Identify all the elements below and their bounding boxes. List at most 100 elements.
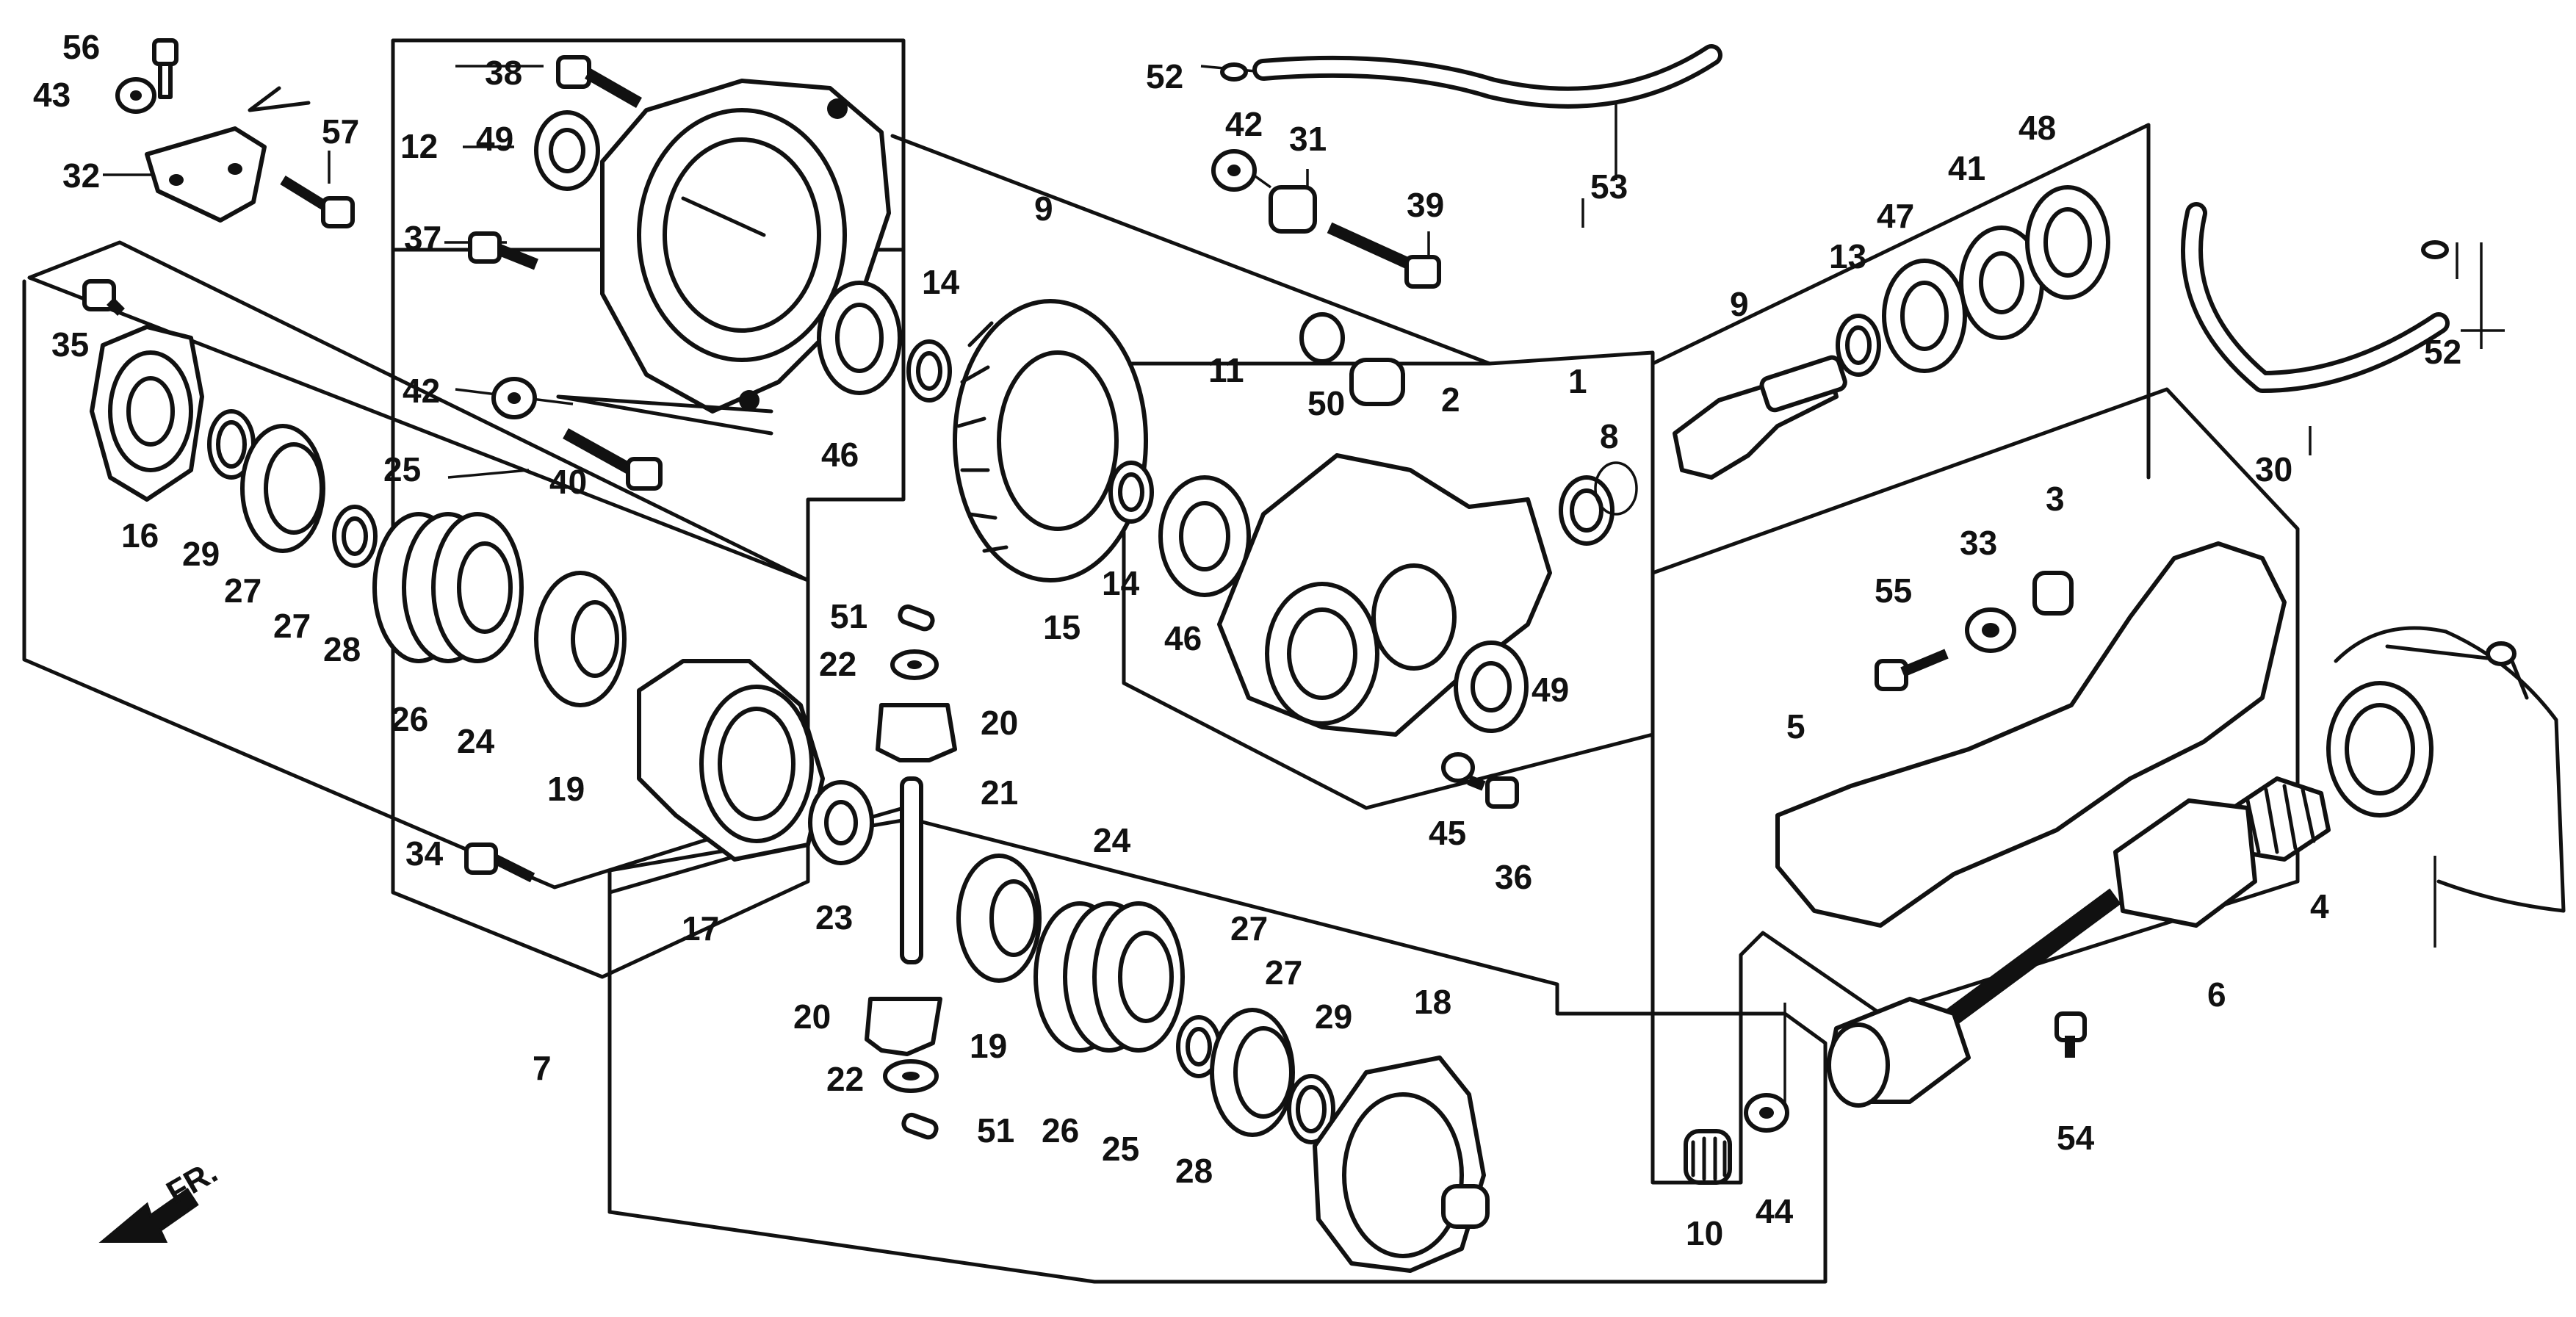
- callout-47: 47: [1877, 197, 1914, 235]
- callout-37: 37: [404, 219, 441, 257]
- callout-27c: 27: [1230, 909, 1268, 948]
- part-48-bearing-pinion-outer: [2025, 185, 2110, 300]
- part-13-shim-pinion: [1836, 314, 1881, 377]
- part-8-circlip: [1594, 461, 1638, 516]
- part-52-clip-top: [1220, 62, 1248, 82]
- group-frames: [22, 38, 2300, 1284]
- callout-6: 6: [2207, 975, 2226, 1014]
- part-39-bolt: [1327, 222, 1441, 289]
- callout-24b: 24: [1093, 821, 1131, 859]
- callout-39: 39: [1407, 186, 1444, 224]
- callout-25b: 25: [1102, 1130, 1139, 1168]
- part-44-nut: [1744, 1093, 1789, 1133]
- part-46-bearing-upper: [817, 281, 902, 395]
- callout-42b: 42: [1225, 105, 1263, 143]
- part-20-pinion-gear-lower: [865, 997, 942, 1056]
- part-49-oil-seal: [534, 110, 600, 191]
- callout-11: 11: [1208, 351, 1244, 389]
- callout-43: 43: [33, 76, 71, 114]
- callout-46b: 46: [1164, 619, 1202, 657]
- callout-20a: 20: [981, 704, 1018, 742]
- part-55-bolt: [1875, 649, 1949, 691]
- part-32-bracket: [145, 86, 311, 223]
- callout-19b: 19: [970, 1027, 1007, 1065]
- part-29-shim-right: [1287, 1074, 1335, 1144]
- callout-27b: 27: [273, 607, 311, 645]
- part-final-drive-housing-outline: [2334, 626, 2566, 913]
- callout-51a: 51: [830, 597, 867, 635]
- callout-49: 49: [476, 120, 513, 158]
- part-9-ring-gear: [953, 299, 1148, 582]
- callout-41: 41: [1948, 149, 1985, 187]
- part-57-bolt: [280, 176, 355, 228]
- callout-52a: 52: [1146, 57, 1183, 95]
- callout-52b: 52: [2424, 333, 2461, 371]
- part-47-bearing-pinion: [1882, 259, 1967, 373]
- callout-5: 5: [1786, 707, 1805, 746]
- callout-24: 24: [457, 722, 495, 760]
- callout-29b: 29: [1315, 997, 1352, 1036]
- part-34-bolt: [464, 842, 535, 883]
- callout-9a: 9: [1034, 190, 1053, 228]
- part-36-bolt: [1467, 775, 1519, 809]
- part-42-nut-upper: [1211, 149, 1257, 192]
- callout-23: 23: [815, 898, 853, 937]
- part-10-spline-coupler: [1684, 1129, 1732, 1185]
- part-31-collar: [1269, 185, 1317, 234]
- front-direction-arrow-icon: [98, 1188, 199, 1243]
- part-9-drive-pinion: [1673, 355, 1847, 480]
- callout-29: 29: [182, 535, 220, 573]
- part-54-bolt: [2054, 1011, 2087, 1058]
- callout-38: 38: [485, 54, 522, 92]
- part-12-gear-case-cover: [556, 79, 891, 436]
- callout-21: 21: [981, 773, 1018, 812]
- callout-35: 35: [51, 325, 89, 364]
- part-18-side-cover-right: [1313, 1056, 1490, 1273]
- callout-26b: 26: [1042, 1111, 1079, 1150]
- part-49-oil-seal-center: [1454, 641, 1529, 733]
- part-28-washer-left: [332, 505, 378, 568]
- callout-28b: 28: [1175, 1152, 1213, 1190]
- callout-25: 25: [383, 450, 421, 488]
- part-35-bolt: [82, 279, 125, 316]
- frame-shaft-group: [1650, 387, 2300, 1185]
- part-27-thrust-washer-left: [240, 424, 325, 553]
- callout-32: 32: [62, 156, 100, 195]
- callout-33: 33: [1960, 524, 1997, 562]
- part-22-washer-upper: [890, 649, 939, 680]
- callout-30: 30: [2255, 450, 2292, 488]
- callout-53: 53: [1590, 167, 1628, 206]
- callout-51b: 51: [977, 1111, 1014, 1150]
- callout-20b: 20: [793, 997, 831, 1036]
- callout-36: 36: [1495, 858, 1532, 896]
- part-14-shim-upper: [906, 339, 952, 403]
- callout-28: 28: [323, 630, 361, 668]
- callout-26: 26: [391, 700, 428, 738]
- callout-3: 3: [2046, 480, 2065, 518]
- callout-labels: 56 43 57 32 38 12 49 37 42 40 35 16 29 2…: [33, 28, 2461, 1252]
- callout-27a: 27: [224, 571, 261, 610]
- callout-45: 45: [1429, 814, 1466, 852]
- callout-17: 17: [682, 909, 719, 948]
- callout-40: 40: [549, 463, 587, 501]
- part-51-pin-lower: [901, 1112, 939, 1140]
- callout-34: 34: [405, 834, 444, 873]
- part-37-bolt: [468, 231, 538, 270]
- part-50-o-ring: [1299, 312, 1345, 364]
- part-38-bolt: [556, 55, 642, 108]
- callout-2: 2: [1441, 380, 1460, 419]
- part-27-thrust-washer-right: [1210, 1008, 1295, 1137]
- callout-44: 44: [1756, 1192, 1794, 1230]
- part-56-bolt: [152, 38, 178, 99]
- callout-1: 1: [1568, 362, 1587, 400]
- callout-22a: 22: [819, 645, 856, 683]
- part-14-shim-lower: [1108, 461, 1154, 524]
- callout-57: 57: [322, 112, 359, 151]
- callout-27d: 27: [1265, 953, 1302, 992]
- part-24-26-25-clutch-plates-right: [1033, 901, 1185, 1053]
- frame-left-case-group: [607, 806, 906, 1214]
- part-51-pin-upper: [898, 604, 935, 632]
- part-41-pinion-joint: [1959, 225, 2044, 340]
- callout-18: 18: [1414, 983, 1451, 1021]
- callout-31: 31: [1289, 120, 1327, 158]
